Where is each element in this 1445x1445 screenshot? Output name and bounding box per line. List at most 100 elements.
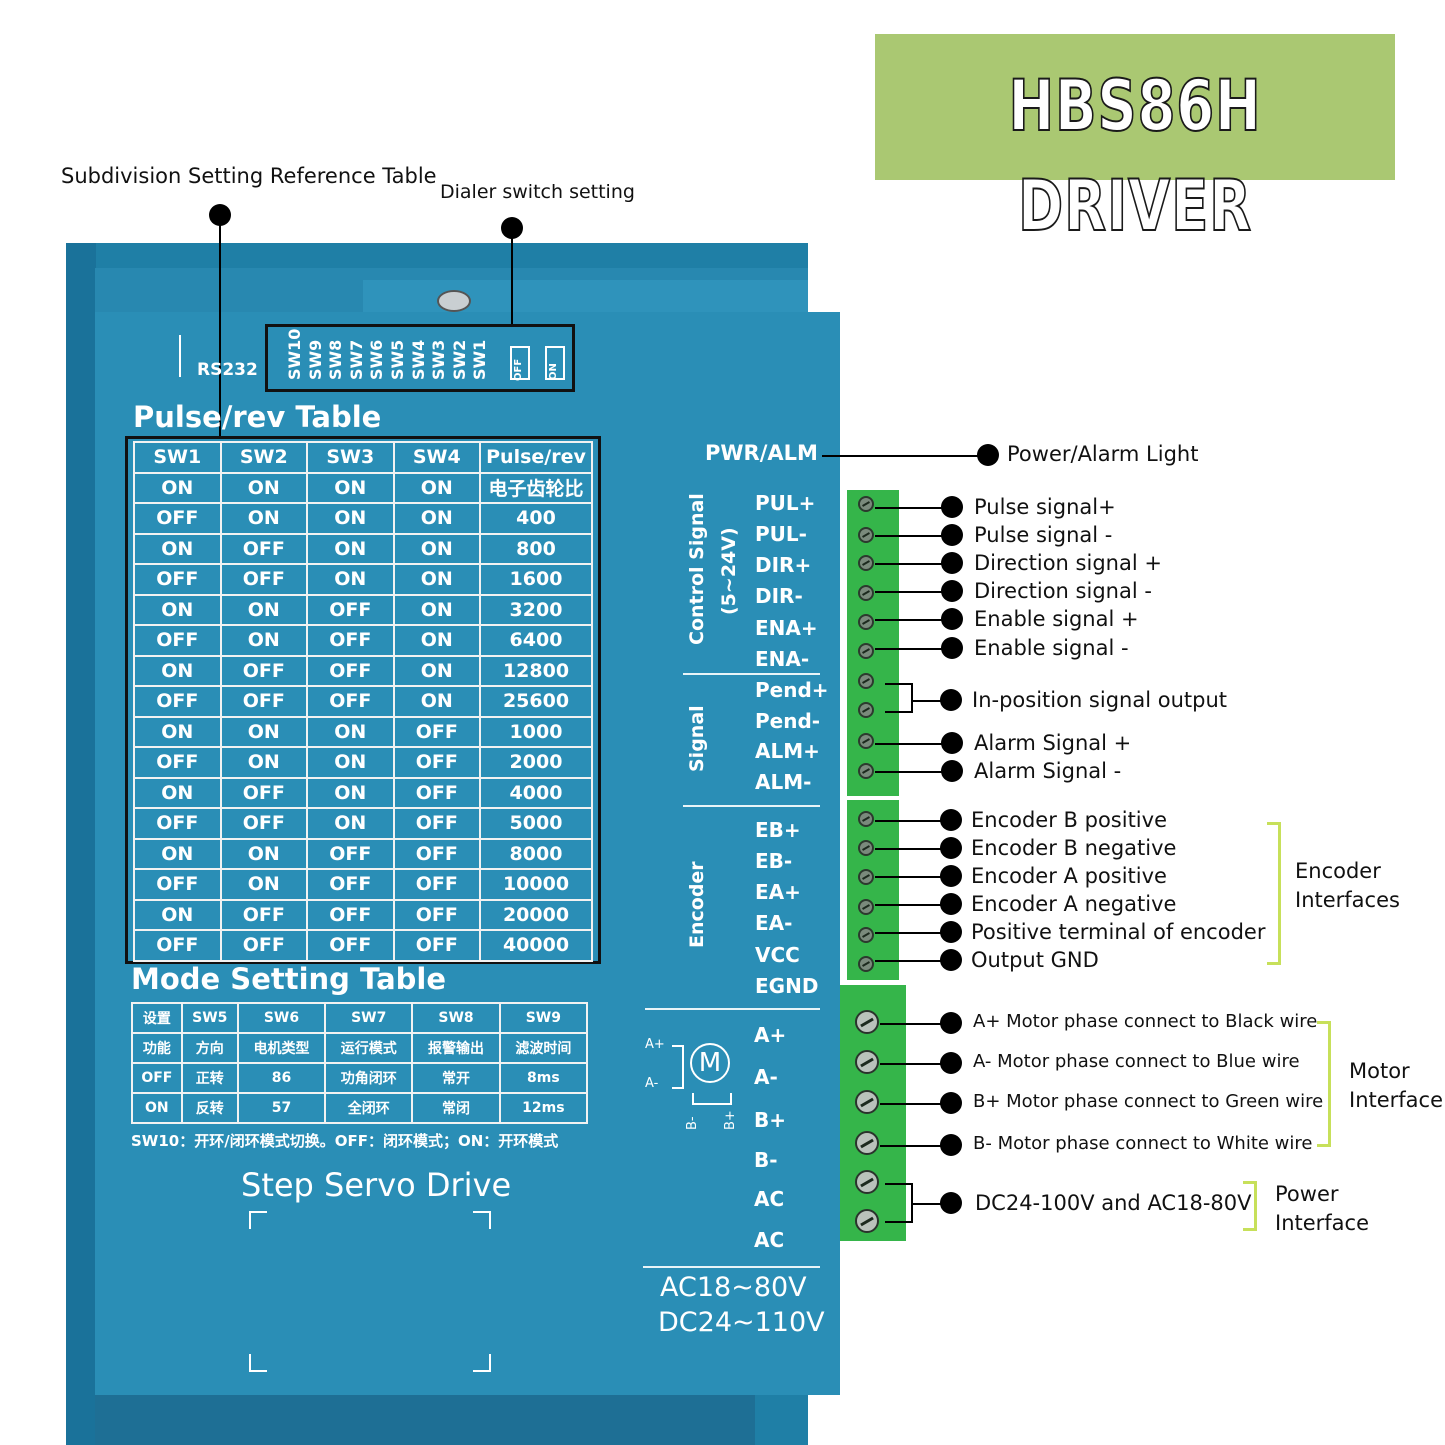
table-cell: 全闭环: [324, 1092, 414, 1124]
terminal-screw-icon: [858, 811, 874, 827]
coil-b-icon: [692, 1093, 732, 1105]
table-cell: ON: [219, 502, 308, 535]
dip-switch-label: SW4: [408, 339, 428, 380]
terminal-screw-icon: [858, 956, 874, 972]
pin-annotation: Pulse signal -: [974, 523, 1113, 547]
terminal-screw-icon: [858, 927, 874, 943]
terminal-screw-icon: [855, 1090, 879, 1114]
pin-label: ENA+: [755, 616, 818, 640]
table-cell: OFF: [133, 685, 222, 718]
callout-dot: [940, 1052, 962, 1074]
table-cell: ON: [306, 715, 395, 748]
dip-switch-label: SW7: [346, 339, 366, 380]
table-cell: 滤波时间: [498, 1032, 589, 1064]
driver-left-rail: [66, 243, 96, 1445]
terminal-screw-icon: [858, 496, 874, 512]
callout-line: [511, 228, 513, 325]
table-cell: ON: [133, 715, 222, 748]
callout-line: [875, 648, 945, 650]
column-header: 设置: [131, 1002, 183, 1034]
motor-group-label: Motor: [1349, 1059, 1410, 1083]
table-cell: ON: [219, 624, 308, 657]
table-cell: OFF: [306, 929, 395, 962]
table-cell: OFF: [219, 776, 308, 809]
callout-line: [875, 771, 945, 773]
callout-line: [875, 904, 944, 906]
table-cell: ON: [392, 654, 481, 687]
table-cell: 20000: [479, 898, 593, 931]
pin-label: EB+: [755, 818, 801, 842]
table-cell: ON: [133, 471, 222, 504]
callout-dot: [941, 760, 963, 782]
callout-line: [875, 960, 944, 962]
table-cell: 86: [236, 1062, 327, 1094]
encoder-label: Encoder: [686, 861, 708, 948]
pulse-table-highlight: [125, 436, 601, 964]
callout-dot: [941, 637, 963, 659]
callout-line: [880, 1145, 944, 1147]
terminal-screw-icon: [858, 555, 874, 571]
corner-mark: [473, 1354, 491, 1372]
pin-label: EGND: [755, 974, 819, 998]
table-cell: OFF: [133, 868, 222, 901]
table-cell: 功能: [131, 1032, 183, 1064]
table-cell: OFF: [133, 807, 222, 840]
callout-dot: [940, 1192, 962, 1214]
column-header: SW6: [236, 1002, 327, 1034]
table-cell: 12ms: [498, 1092, 589, 1124]
column-header: SW9: [498, 1002, 589, 1034]
callout-line: [913, 700, 943, 702]
table-cell: ON: [392, 624, 481, 657]
table-cell: ON: [392, 471, 481, 504]
pin-annotation: B+ Motor phase connect to Green wire: [973, 1091, 1324, 1112]
callout-dot: [940, 1092, 962, 1114]
callout-line: [875, 591, 945, 593]
dialer-callout: Dialer switch setting: [440, 181, 635, 203]
callout-dot: [940, 837, 962, 859]
on-label: ON: [548, 363, 559, 380]
dip-switch-label: SW3: [429, 339, 449, 380]
pin-annotation: B- Motor phase connect to White wire: [973, 1133, 1313, 1154]
callout-dot: [977, 444, 999, 466]
encoder-group-label: Encoder: [1295, 859, 1381, 883]
table-cell: OFF: [219, 563, 308, 596]
table-cell: OFF: [306, 654, 395, 687]
table-cell: ON: [133, 654, 222, 687]
table-cell: 40000: [479, 929, 593, 962]
mode-table-title: Mode Setting Table: [131, 962, 447, 996]
pin-annotation: Encoder A negative: [971, 892, 1177, 916]
terminal-screw-icon: [858, 673, 874, 689]
motor-a-minus: A-: [645, 1076, 659, 1091]
dip-switch-box: [265, 324, 575, 392]
pin-annotation: Output GND: [971, 948, 1099, 972]
callout-line: [822, 455, 984, 457]
pin-annotation: Direction signal +: [974, 551, 1162, 575]
callout-line: [875, 820, 944, 822]
table-cell: ON: [131, 1092, 183, 1124]
dip-switch-label: SW9: [305, 339, 325, 380]
table-cell: 5000: [479, 807, 593, 840]
pin-annotation: Pulse signal+: [974, 495, 1116, 519]
table-cell: ON: [306, 807, 395, 840]
table-cell: OFF: [219, 685, 308, 718]
column-header: SW4: [392, 441, 481, 474]
table-cell: 报警输出: [411, 1032, 501, 1064]
callout-line: [875, 932, 944, 934]
dip-switch-label: SW8: [326, 339, 346, 380]
power-annotation: DC24-100V and AC18-80V: [975, 1191, 1252, 1215]
pin-annotation: A+ Motor phase connect to Black wire: [973, 1011, 1318, 1032]
table-row: 功能方向电机类型运行模式报警输出滤波时间: [131, 1032, 589, 1064]
table-cell: OFF: [133, 624, 222, 657]
table-cell: ON: [306, 532, 395, 565]
control-terminal-block: [847, 490, 899, 796]
table-cell: OFF: [306, 624, 395, 657]
driver-bottom: [95, 1395, 755, 1445]
table-cell: ON: [219, 471, 308, 504]
